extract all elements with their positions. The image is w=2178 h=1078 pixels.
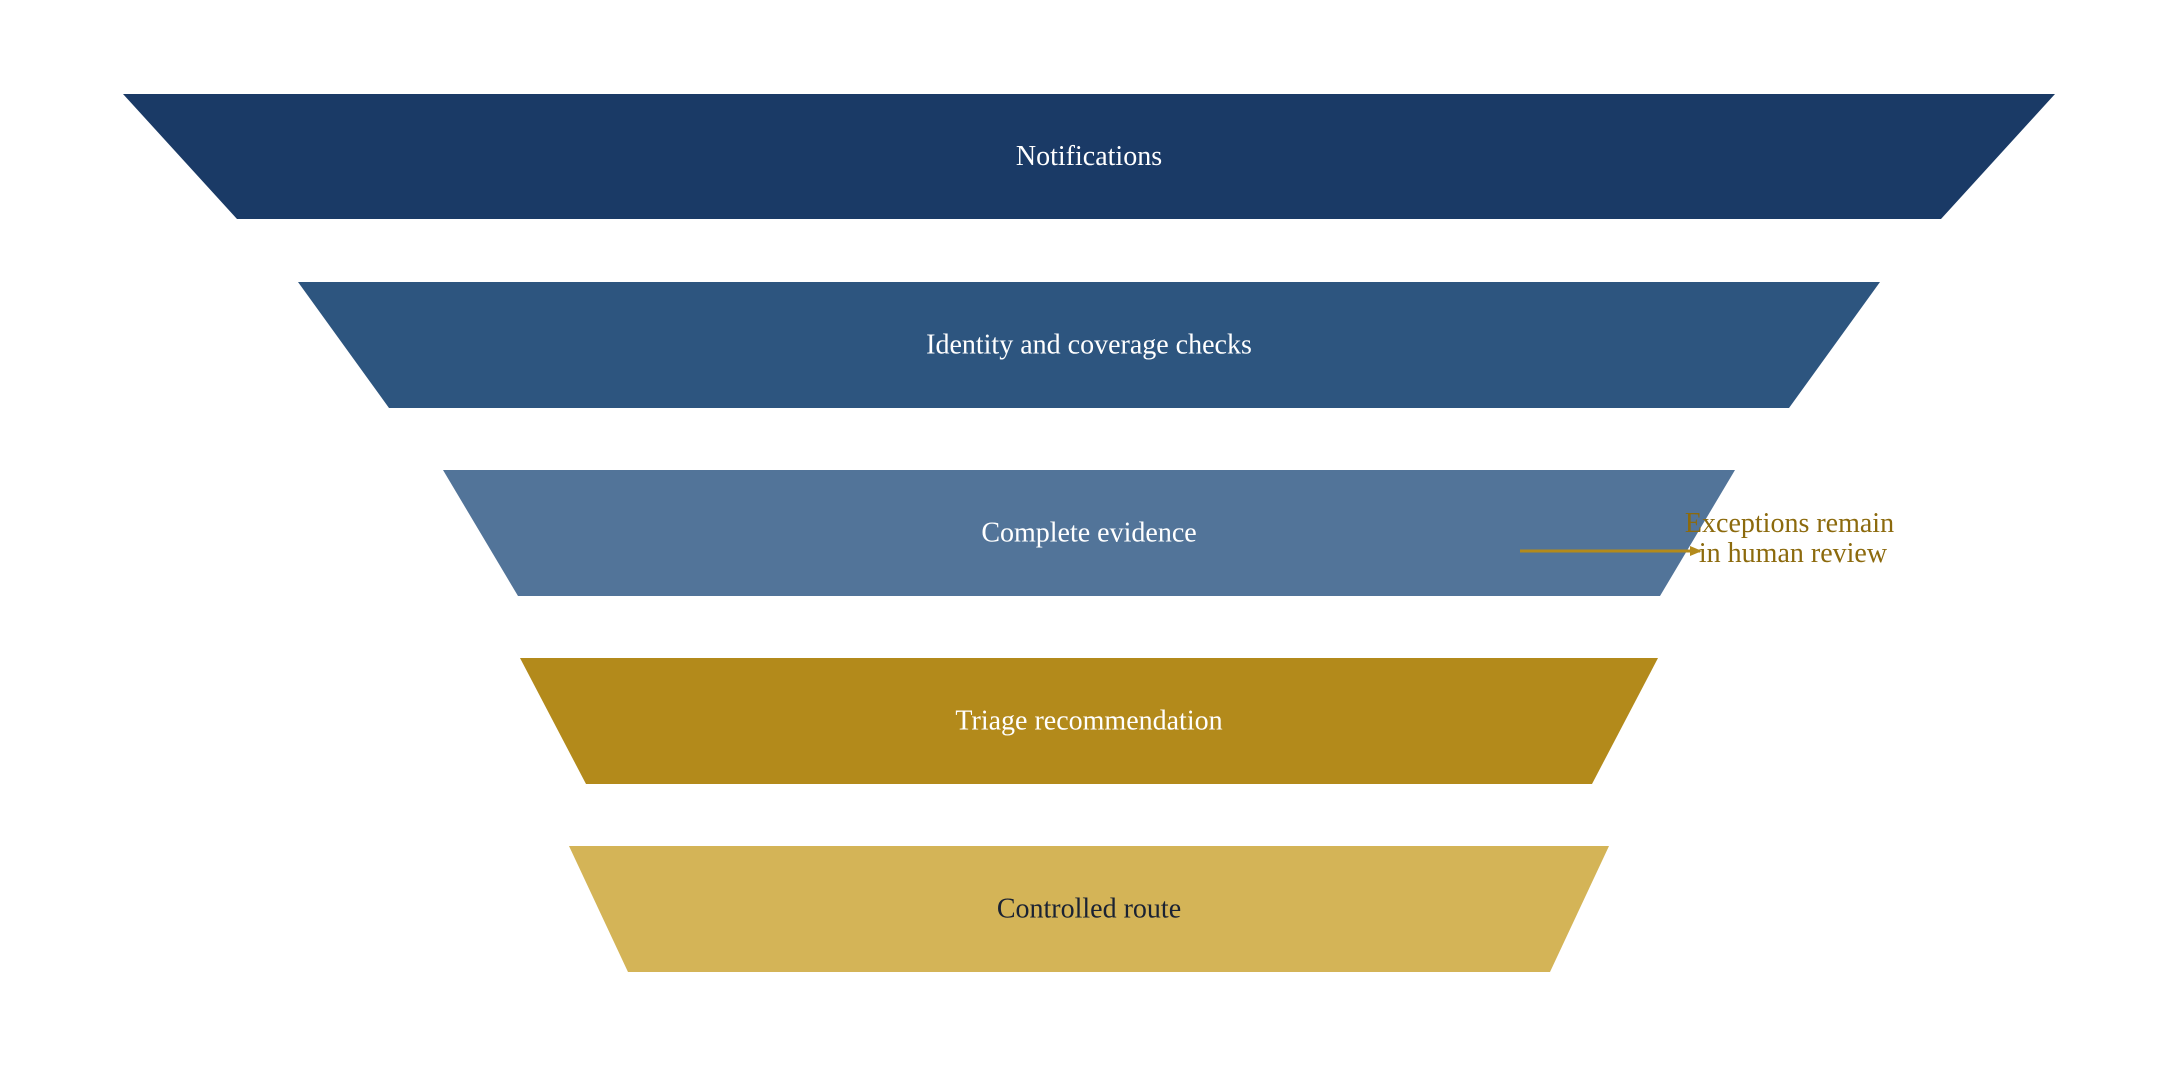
stage-label-triage-recommendation: Triage recommendation [955,706,1222,737]
stage-label-identity-coverage-checks: Identity and coverage checks [926,330,1252,361]
stage-notifications: Notifications [123,94,2055,219]
stage-shape-triage-recommendation [520,658,1658,784]
stage-label-controlled-route: Controlled route [997,894,1181,925]
stage-complete-evidence: Complete evidence [443,470,1735,596]
stage-identity-coverage-checks: Identity and coverage checks [298,282,1880,408]
exceptions-callout: Exceptions remain in human review [1520,508,1901,569]
stage-triage-recommendation: Triage recommendation [520,658,1658,784]
stage-shape-notifications [123,94,2055,219]
stage-shape-complete-evidence [443,470,1735,596]
stage-shape-controlled-route [569,846,1609,972]
callout-text: Exceptions remain in human review [1685,508,1901,569]
stage-label-notifications: Notifications [1016,141,1162,172]
stage-label-complete-evidence: Complete evidence [981,518,1196,549]
callout-line-2: in human review [1699,538,1888,569]
stage-controlled-route: Controlled route [569,846,1609,972]
callout-line-1: Exceptions remain [1685,508,1894,539]
stage-shape-identity-coverage-checks [298,282,1880,408]
